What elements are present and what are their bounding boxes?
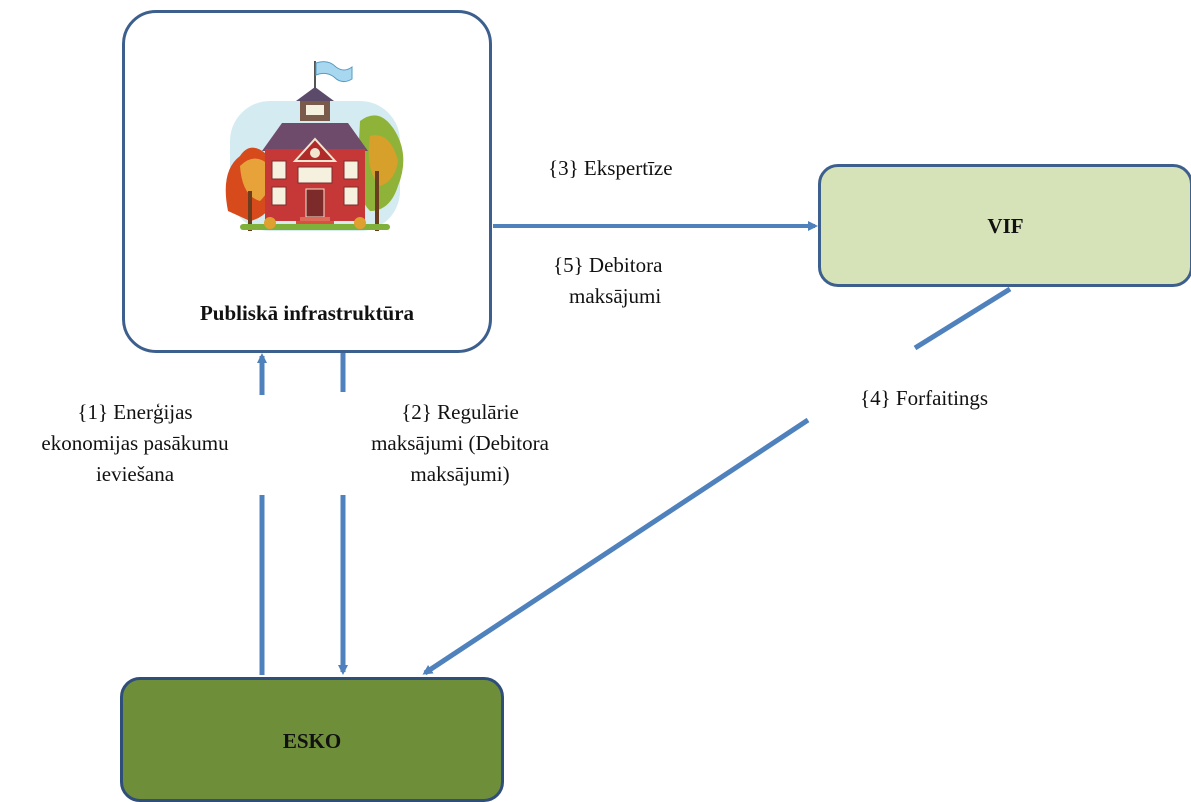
vif-title: VIF: [987, 214, 1024, 238]
edge-label-3: {3} Ekspertīze: [548, 153, 673, 184]
public-infrastructure-title: Publiskā infrastruktūra: [199, 301, 415, 325]
arrow-4-forfaiting-segment-top: [913, 286, 1012, 351]
edge-5-number: {5}: [553, 253, 584, 277]
edge-label-5: {5} Debitora maksājumi: [553, 250, 662, 312]
edge-2-line-2: maksājumi (Debitora: [371, 431, 549, 455]
esko-title: ESKO: [282, 729, 342, 753]
edge-label-2: {2} Regulārie maksājumi (Debitora maksāj…: [336, 397, 584, 490]
edge-2-line-1: Regulārie: [437, 400, 519, 424]
school-building-icon: [225, 61, 404, 231]
edge-5-line-1: Debitora: [588, 253, 663, 277]
arrow-4-forfaiting-segment-bottom: [422, 417, 810, 676]
edge-5-line-2: maksājumi: [569, 284, 662, 308]
edge-label-4: {4} Forfaitings: [860, 383, 988, 414]
edge-2-line-3: maksājumi): [410, 462, 510, 486]
edge-4-number: {4}: [860, 386, 891, 410]
edge-1-line-3: ieviešana: [95, 462, 175, 486]
edge-1-line-1: Enerģijas: [113, 400, 193, 424]
edge-1-line-2: ekonomijas pasākumu: [41, 431, 229, 455]
vif-node: VIF: [818, 164, 1191, 287]
edge-3-line-1: Ekspertīze: [583, 156, 673, 180]
esko-node: ESKO: [120, 677, 504, 802]
edge-label-1: {1} Enerģijas ekonomijas pasākumu ievieš…: [10, 397, 260, 490]
edge-1-number: {1}: [77, 400, 109, 424]
edge-3-number: {3}: [548, 156, 579, 180]
edge-2-number: {2}: [401, 400, 432, 424]
public-infrastructure-node: Publiskā infrastruktūra: [122, 10, 492, 353]
edge-4-line-1: Forfaitings: [895, 386, 989, 410]
